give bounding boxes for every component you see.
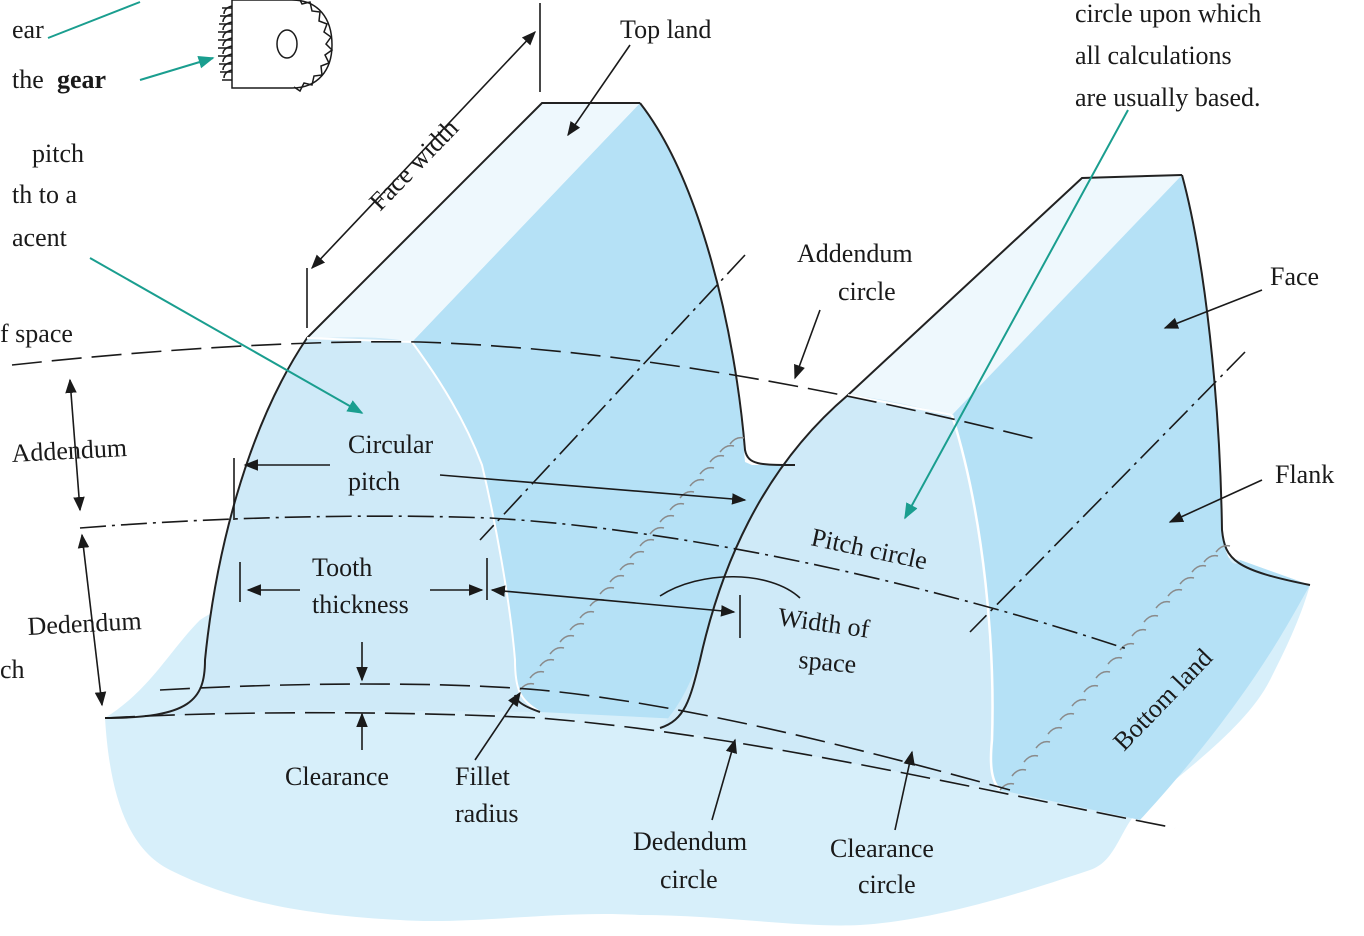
tooth2-top-front-edge: [847, 394, 953, 416]
circle-note-line2: all calculations: [1075, 41, 1232, 70]
top-land-arrow: [567, 44, 631, 137]
circle-note-line3: are usually based.: [1075, 83, 1261, 112]
tooth-thickness-label-1: Tooth: [312, 553, 372, 582]
fillet-hatching-2: [999, 544, 1231, 791]
top-land-label: Top land: [620, 15, 711, 44]
pitch-fragment-line2: th to a: [12, 180, 77, 209]
gear-icon: [218, 0, 334, 93]
width-of-space-dimension: [490, 585, 736, 617]
fillet-radius-label-1: Fillet: [455, 762, 511, 791]
tooth2-front-face: [660, 395, 1000, 790]
dedendum-circle-arrow: [711, 738, 737, 821]
space-fragment: f space: [0, 319, 73, 348]
addendum-circle-arrow: [794, 309, 821, 380]
tooth2-right-profile: [1181, 174, 1311, 586]
tooth1-front-right-profile: [411, 341, 541, 713]
ch-fragment: ch: [0, 655, 25, 684]
fillet-radius-label-2: radius: [455, 799, 519, 828]
addendum-circle-label-2: circle: [838, 277, 896, 306]
addendum-dimension: [65, 378, 85, 512]
dedendum-circle-label-2: circle: [660, 865, 718, 894]
pitch-circle-callout: [904, 109, 1129, 520]
tooth2-side-face: [952, 175, 1310, 820]
clearance-circle-label-1: Clearance: [830, 834, 934, 863]
tooth2-axis-line: [969, 351, 1246, 633]
clearance-label: Clearance: [285, 762, 389, 791]
addendum-label: Addendum: [11, 433, 128, 468]
fillet-radius-arrow: [474, 691, 521, 761]
flank-label: Flank: [1275, 460, 1334, 489]
tooth-thickness-label-2: thickness: [312, 590, 409, 619]
tooth1-left-profile: [104, 102, 640, 719]
gear-fragment-line1: ear: [12, 15, 44, 44]
tooth1-front-face: [105, 337, 540, 718]
dedendum-label: Dedendum: [27, 606, 142, 641]
tooth2-front-right-profile: [950, 414, 1001, 791]
circle-note-line1: circle upon which: [1075, 0, 1261, 28]
tooth2-top-land: [848, 175, 1182, 415]
clearance-circle-line: [104, 711, 1176, 829]
pitch-fragment-line3: acent: [12, 223, 68, 252]
dedendum-circle-label-1: Dedendum: [633, 827, 747, 856]
circular-pitch-arrow-right: [439, 474, 747, 505]
gear-fragment-line2-bold: gear: [57, 65, 106, 94]
face-width-dimension: [311, 30, 536, 270]
addendum-circle-label-1: Addendum: [797, 239, 913, 268]
clearance-circle-label-2: circle: [858, 870, 916, 899]
gear-fragment-line2-prefix: the: [12, 65, 44, 94]
tooth1-axis-line: [479, 254, 746, 541]
face-label: Face: [1270, 262, 1319, 291]
face-arrow: [1163, 289, 1263, 329]
circular-pitch-label-2: pitch: [348, 467, 400, 496]
circular-pitch-label-1: Circular: [348, 430, 434, 459]
circular-pitch-callout: [89, 257, 364, 414]
flank-arrow: [1168, 479, 1263, 523]
dedendum-dimension: [77, 533, 107, 707]
gear-callout-bottom: [139, 56, 215, 81]
width-of-space-label-2: space: [797, 645, 857, 679]
width-of-space-arc: [659, 576, 801, 599]
pitch-fragment-line1: pitch: [32, 139, 84, 168]
dedendum-circle-line: [159, 683, 1011, 791]
clearance-circle-arrow: [894, 750, 915, 831]
tooth1-right-profile: [639, 102, 796, 466]
gear-callout-top: [47, 1, 141, 39]
addendum-circle-line: [11, 340, 1041, 441]
